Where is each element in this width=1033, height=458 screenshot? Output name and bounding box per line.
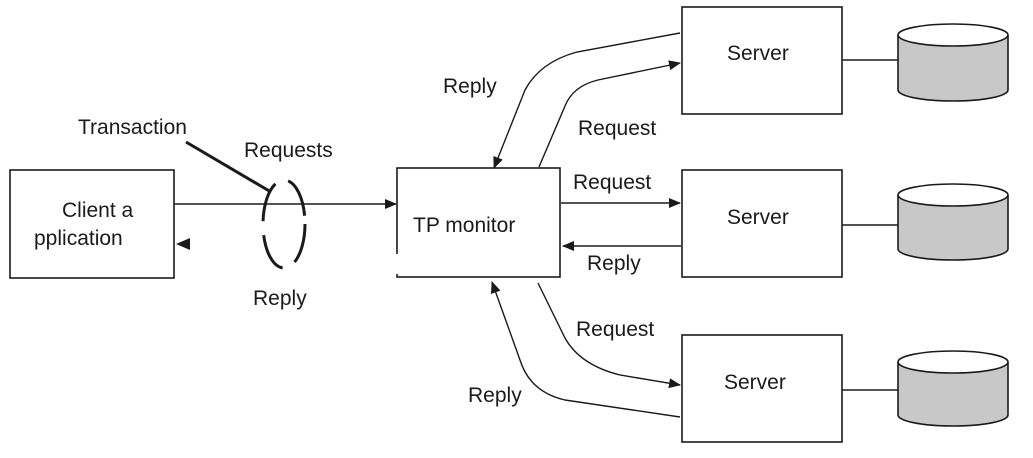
top-reply-arrow <box>493 32 681 169</box>
client-application: Client a pplication <box>9 169 175 279</box>
database-icon <box>897 183 1009 261</box>
tp-monitor: TP monitor <box>395 167 561 278</box>
server-middle: Server <box>681 169 843 278</box>
server-label: Server <box>724 371 786 394</box>
server-label: Server <box>727 42 789 65</box>
server-box <box>681 6 843 115</box>
server-top: Server <box>681 6 843 115</box>
middle-request-label: Request <box>573 171 651 194</box>
top-request-label: Request <box>578 117 656 140</box>
bottom-request-label: Request <box>576 318 654 341</box>
bottom-reply-arrow <box>491 281 681 418</box>
top-reply-label: Reply <box>443 75 497 98</box>
transaction-label: Transaction <box>78 116 187 139</box>
middle-reply-label: Reply <box>587 252 641 275</box>
server-label: Server <box>727 206 789 229</box>
server-box <box>681 169 843 278</box>
server-bottom: Server <box>681 334 843 443</box>
bottom-reply-label: Reply <box>468 384 522 407</box>
client-reply-label: Reply <box>253 287 307 310</box>
requests-label: Requests <box>244 139 333 162</box>
client-label-line1: Client a <box>62 199 134 222</box>
bottom-request-arrow <box>537 282 681 389</box>
transaction-ellipse <box>261 178 307 270</box>
client-box <box>9 169 175 279</box>
top-request-arrow <box>538 60 681 168</box>
client-reply-arrowhead <box>176 238 190 250</box>
server-box <box>681 334 843 443</box>
database-icon <box>897 23 1009 102</box>
tp-monitor-label: TP monitor <box>413 214 515 237</box>
database-icon <box>897 350 1009 427</box>
tp-monitor-box <box>396 167 561 278</box>
transaction-pointer <box>185 140 272 194</box>
client-label-line2: pplication <box>34 227 123 250</box>
